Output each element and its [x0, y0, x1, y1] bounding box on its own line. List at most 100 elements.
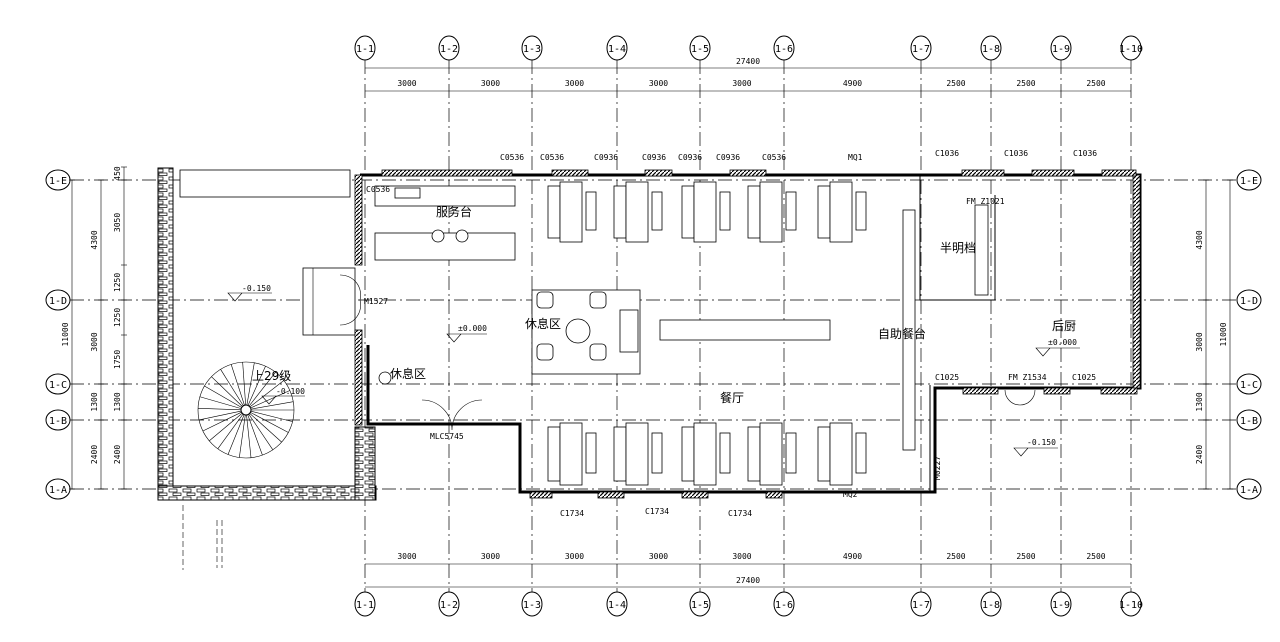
axis-label: 1-9: [1052, 600, 1070, 611]
dining-table: [693, 181, 717, 243]
axis-label: 1-B: [49, 416, 67, 427]
lounge-chair: [536, 343, 554, 361]
label-window: C1025: [935, 373, 959, 382]
furniture: [339, 181, 1036, 486]
dimension-label: 3000: [397, 79, 416, 88]
stair-tread: [204, 385, 242, 408]
spiral-stair: [197, 361, 295, 459]
label-curtain-wall: MQ1: [848, 153, 863, 162]
lounge-chair: [589, 291, 607, 309]
level-hall: ±0.000: [458, 324, 487, 333]
opening-labels: C0536 C0536 C0936 C0936 C0936 C0936 C053…: [364, 149, 1097, 518]
axis-label: 1-7: [912, 44, 930, 55]
axis-label: 1-2: [440, 600, 458, 611]
dimension-label: 2400: [113, 445, 122, 464]
dining-table: [759, 181, 783, 243]
label-window: C0936: [642, 153, 666, 162]
axis-bubble: [1050, 591, 1072, 617]
axis-bubble: [354, 35, 376, 61]
dimension-label: 3000: [732, 552, 751, 561]
dimension-label: 2500: [1016, 552, 1035, 561]
building-walls: [354, 173, 1142, 494]
axis-label: 1-4: [608, 44, 626, 55]
stair-tread: [247, 366, 266, 406]
chairs: [817, 185, 831, 239]
chairs: [817, 426, 831, 482]
label-back-kitchen: 后厨: [1052, 319, 1076, 333]
axis-label: 1-A: [49, 485, 67, 496]
bench: [651, 432, 663, 474]
label-window: C0536: [500, 153, 524, 162]
dimension-label: 450: [113, 166, 122, 181]
dimension-label: 4300: [90, 230, 99, 249]
dimension-label: 2500: [1086, 79, 1105, 88]
axis-label: 1-3: [523, 44, 541, 55]
axis-bubble: [689, 35, 711, 61]
dimension-label: 2500: [946, 79, 965, 88]
dimension-label: 3000: [565, 79, 584, 88]
dimension-label: 3000: [565, 552, 584, 561]
stair-tread: [250, 410, 293, 422]
label-curtain-wall: MQ2: [843, 490, 858, 499]
axis-bubble: [773, 35, 795, 61]
axis-bubble: [45, 373, 71, 395]
chairs: [613, 185, 627, 239]
axis-bubble: [606, 35, 628, 61]
axis-label: 1-1: [356, 44, 374, 55]
total-dimension: 11000: [61, 322, 70, 346]
dimension-label: 1300: [90, 392, 99, 411]
stair-tread: [249, 413, 282, 443]
label-window: C0536: [762, 153, 786, 162]
axis-label: 1-6: [775, 600, 793, 611]
dimension-label: 2400: [90, 445, 99, 464]
dimension-label: 3050: [113, 213, 122, 232]
axis-label: 1-5: [691, 600, 709, 611]
dimension-label: 2500: [1016, 79, 1035, 88]
dimension-label: 3000: [481, 552, 500, 561]
axis-label: 1-8: [982, 44, 1000, 55]
axis-bubble: [1236, 289, 1262, 311]
bench: [785, 191, 797, 231]
axis-bubble: [1236, 409, 1262, 431]
dimension-label: 4300: [1195, 230, 1204, 249]
stair-tread: [202, 411, 242, 432]
bench: [719, 432, 731, 474]
dimension-label: 1750: [113, 350, 122, 369]
stair-tread: [209, 412, 243, 442]
label-door: M0227: [933, 456, 942, 480]
label-fire-door: FM Z1021: [966, 197, 1005, 206]
chairs: [747, 426, 761, 482]
bench: [719, 191, 731, 231]
label-lounge-2: 休息区: [390, 366, 426, 381]
axis-label: 1-10: [1119, 44, 1143, 55]
dimension-label: 1250: [113, 308, 122, 327]
dimension-label: 1300: [1195, 392, 1204, 411]
dining-table: [625, 181, 649, 243]
stair-tread: [246, 362, 255, 406]
axis-label: 1-C: [1240, 380, 1258, 391]
level-courtyard: -0.150: [242, 284, 271, 293]
axis-label: 1-D: [49, 296, 67, 307]
total-dimension: 11000: [1219, 322, 1228, 346]
axis-label: 1-6: [775, 44, 793, 55]
label-open-kitchen: 半明档: [940, 241, 976, 255]
stair-tread: [198, 408, 242, 411]
axis-bubble: [521, 35, 543, 61]
chairs: [547, 426, 561, 482]
chairs: [681, 185, 695, 239]
label-window: C1734: [728, 509, 752, 518]
label-window: C1734: [560, 509, 584, 518]
dining-table: [693, 422, 717, 486]
stair-tread: [217, 413, 244, 450]
axis-label: 1-1: [356, 600, 374, 611]
stair-tread: [250, 412, 289, 433]
dining-table: [829, 181, 853, 243]
stair-tread: [242, 362, 246, 406]
label-fire-door: FM Z1534: [1008, 373, 1047, 382]
axis-bubble: [606, 591, 628, 617]
lounge-chair: [589, 343, 607, 361]
dimension-label: 3000: [649, 79, 668, 88]
label-window: C1025: [1072, 373, 1096, 382]
